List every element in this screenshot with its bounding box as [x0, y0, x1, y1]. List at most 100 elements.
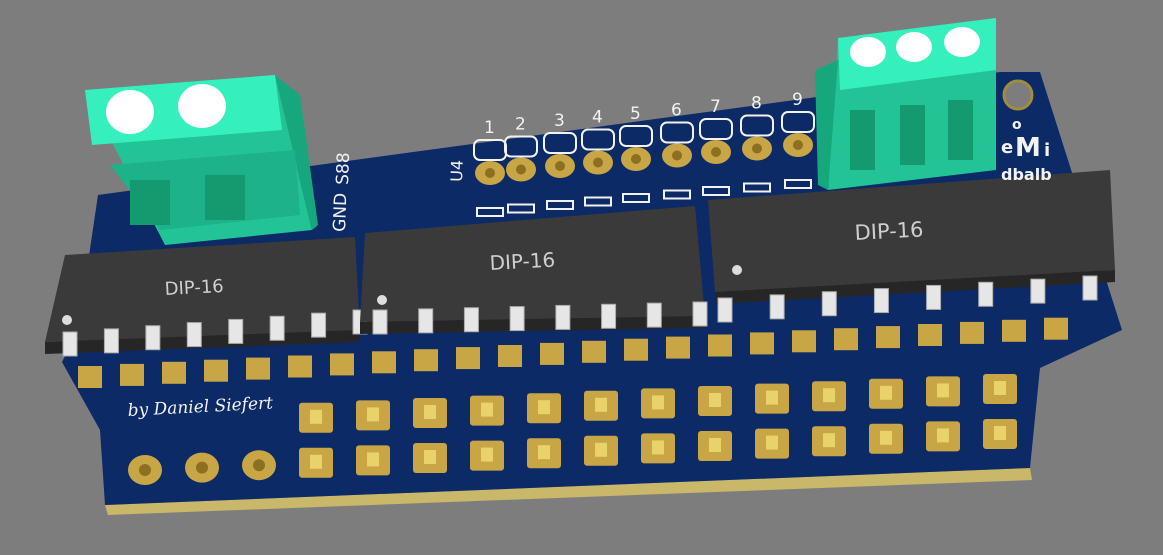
pin-stub [538, 445, 550, 460]
svg-text:dbalb: dbalb [1001, 165, 1052, 184]
chip-pad [708, 334, 732, 357]
chip-pin [717, 297, 733, 323]
chip-pad [792, 330, 816, 353]
pad-hole [752, 143, 762, 154]
pin-stub [937, 428, 949, 443]
dip16-chip: DIP-16 [45, 237, 368, 357]
pin-stub [709, 393, 721, 407]
header-outline [784, 179, 812, 189]
chip-pin [463, 307, 479, 333]
chip-pad [414, 349, 438, 372]
chip-pin [418, 308, 434, 334]
pin-stub [310, 409, 322, 424]
chip-pad [288, 355, 312, 378]
chip-pad [1044, 317, 1068, 340]
pin-stub [823, 433, 835, 448]
chip-body [45, 237, 360, 342]
label-u4: U4 [447, 160, 467, 183]
moba-logo: o e M i dbalb [1001, 117, 1052, 184]
pin-stub [994, 426, 1006, 440]
header-outline [781, 111, 815, 133]
pin-stub [652, 440, 664, 455]
chip-pin [978, 281, 994, 307]
terminal-block-3pin [815, 18, 996, 190]
header-outline [619, 125, 653, 147]
header-number: 3 [554, 111, 565, 131]
pad-hole [631, 154, 641, 164]
pin-stub [994, 381, 1006, 395]
dip16-chip: DIP-16 [360, 206, 708, 335]
chip-pin [821, 291, 837, 317]
pad-hole [555, 161, 565, 171]
chip-pin [103, 328, 119, 354]
header-number: 2 [515, 115, 526, 135]
chip-pad [624, 338, 648, 361]
pin-stub [880, 430, 892, 445]
chip-pin [692, 301, 708, 327]
pin-stub [937, 383, 949, 398]
header-outline [702, 186, 730, 196]
pin-stub [367, 452, 379, 467]
chip-pin [601, 303, 617, 329]
pad-hole [485, 168, 495, 178]
pad-rows [78, 317, 1068, 485]
header-outline [507, 203, 535, 214]
pin-stub [823, 388, 835, 403]
header-number: 6 [671, 101, 682, 121]
header-number: 8 [751, 94, 762, 114]
chip-pad [498, 345, 522, 367]
pin-stub [481, 447, 493, 462]
dip16-chip: DIP-16 [708, 170, 1115, 323]
header-outline [504, 135, 538, 158]
chip-pad [582, 340, 606, 363]
chip-pad [246, 357, 270, 380]
header-outline [740, 114, 774, 137]
terminal-block-2pin [85, 75, 318, 245]
svg-text:i: i [1044, 140, 1050, 161]
pad-hole [139, 464, 151, 476]
chip-pin [372, 309, 388, 335]
chip-pin [145, 325, 161, 351]
chip-pad [876, 326, 900, 349]
pin1-marker [62, 315, 72, 325]
pin-stub [310, 454, 322, 469]
chip-pad [204, 359, 228, 382]
chip-pad [1002, 319, 1026, 342]
chip-pin [62, 331, 78, 357]
chip-pin [509, 306, 525, 332]
pin1-marker [732, 265, 742, 275]
chip-pin [269, 315, 285, 341]
header-outline [622, 193, 650, 203]
chip-body [360, 206, 705, 322]
chip-pad [456, 347, 480, 370]
pin-stub [595, 397, 607, 412]
header-outline [546, 200, 574, 210]
header-number: 9 [792, 90, 803, 110]
chip-label: DIP-16 [854, 217, 924, 245]
chip-label: DIP-16 [489, 248, 556, 275]
chip-label: DIP-16 [164, 276, 224, 300]
svg-text:e: e [1001, 137, 1013, 158]
chip-pin [228, 318, 244, 344]
header-number: 5 [630, 104, 641, 124]
chip-pad [834, 328, 858, 351]
chip-pad [78, 366, 102, 388]
header-outline [584, 196, 612, 207]
chip-pin [926, 284, 942, 310]
chip-pad [666, 336, 690, 359]
pin-stub [766, 390, 778, 405]
chip-pad [120, 363, 144, 386]
pad-hole [711, 147, 721, 157]
chip-pin [311, 312, 327, 338]
header-outline [660, 121, 694, 144]
pad-hole [516, 164, 526, 175]
svg-text:o: o [1012, 117, 1022, 133]
pin-stub [538, 400, 550, 415]
chip-pin [1082, 275, 1098, 301]
pad-hole [253, 459, 265, 472]
chip-pad [918, 324, 942, 346]
pin-stub [880, 385, 892, 400]
chip-pad [372, 351, 396, 374]
